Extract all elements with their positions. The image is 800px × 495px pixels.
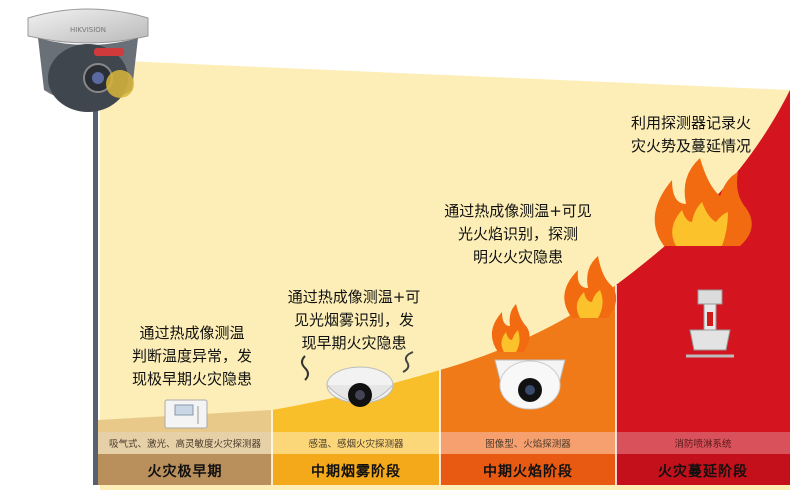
- stage3-note: 通过热成像测温+可见 光火焰识别，探测 明火火灾隐患: [444, 202, 592, 266]
- stage4-area: [616, 90, 790, 432]
- svg-text:HIKVISION: HIKVISION: [70, 26, 106, 34]
- stage2-device-label: 感温、感烟火灾探测器: [308, 439, 404, 450]
- flame-detector-camera-icon: [494, 359, 566, 410]
- stage1-device-label: 吸气式、激光、高灵敏度火灾探测器: [108, 439, 261, 450]
- stage3-bar: [440, 454, 616, 485]
- stage1-note: 通过热成像测温 判断温度异常，发 现极早期火灾隐患: [131, 324, 252, 388]
- stage4-stripe: [616, 432, 790, 454]
- stage1-bar: [98, 454, 272, 485]
- stage3-stripe: [440, 432, 616, 454]
- large-flame-icon: [654, 158, 752, 246]
- stage2-bar: [272, 454, 440, 485]
- stage4-bar: [616, 454, 790, 485]
- stage1-name: 火灾极早期: [147, 464, 223, 480]
- stage4-name: 火灾蔓延阶段: [658, 464, 748, 480]
- medium-flame-icon: [564, 256, 617, 318]
- aspirating-detector-icon: [164, 399, 208, 429]
- stage2-stripe: [272, 432, 440, 454]
- stage3-area: [440, 285, 616, 432]
- stage4-note: 利用探测器记录火 灾火势及蔓延情况: [630, 114, 751, 155]
- stage2-name: 中期烟雾阶段: [311, 464, 401, 480]
- stage4-device-label: 消防喷淋系统: [674, 439, 732, 450]
- sprinkler-icon: [686, 289, 734, 358]
- stage2-note: 通过热成像测温+可 见光烟雾识别，发 现早期火灾隐患: [287, 288, 421, 352]
- stage3-name: 中期火焰阶段: [483, 464, 573, 480]
- small-flame-icon: [491, 304, 530, 352]
- thermal-camera: HIKVISION: [27, 8, 149, 112]
- stage3-device-label: 图像型、火焰探测器: [485, 439, 571, 450]
- stage1-stripe: [98, 432, 272, 454]
- smoke-detector-dome-icon: [301, 351, 414, 407]
- camera-pole: [93, 110, 98, 485]
